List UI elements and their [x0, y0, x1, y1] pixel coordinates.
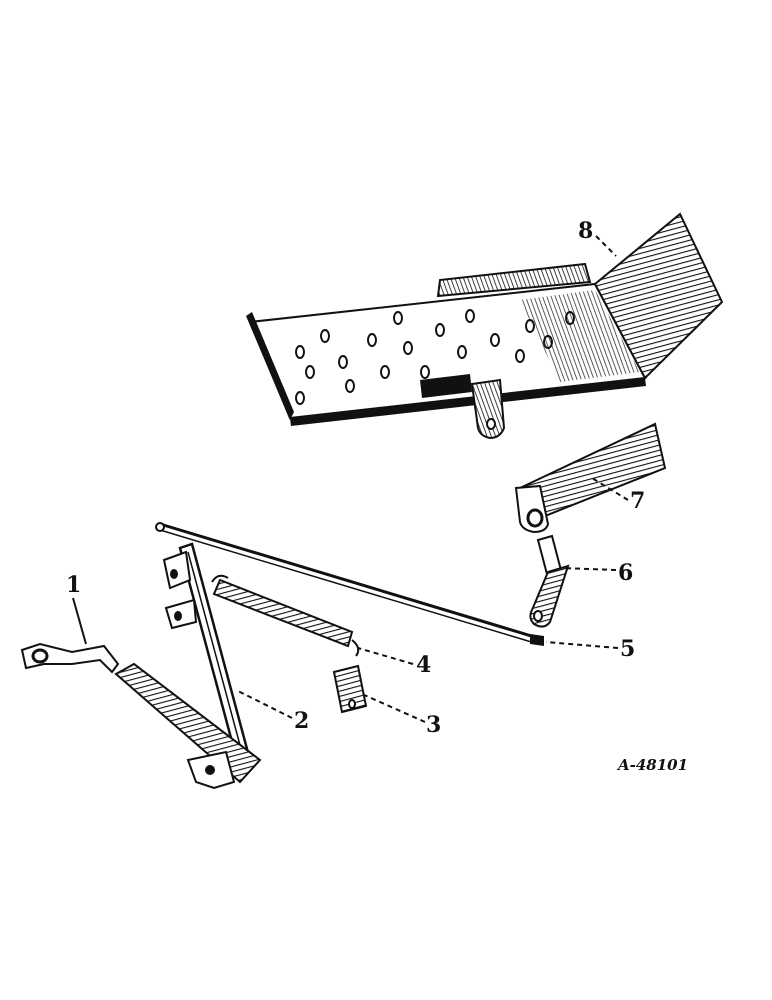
pedal-part-7 — [514, 422, 667, 534]
leader-1 — [72, 597, 87, 645]
leader-8 — [595, 235, 617, 257]
spring-part-4 — [211, 574, 360, 657]
crank-part-6 — [529, 534, 570, 628]
plate-part-3 — [332, 664, 368, 714]
platform-part-8 — [246, 212, 724, 440]
reference-number: A-48101 — [616, 756, 688, 774]
callout-1: 1 — [66, 572, 81, 598]
leader-6 — [561, 567, 617, 571]
leader-7 — [591, 477, 629, 501]
leader-2 — [235, 689, 293, 719]
callout-6: 6 — [618, 560, 633, 586]
callout-2: 2 — [294, 708, 309, 734]
callout-3: 3 — [426, 712, 441, 738]
leader-5 — [545, 641, 619, 649]
lever-part-1 — [20, 642, 262, 790]
callout-7: 7 — [630, 488, 645, 514]
callout-5: 5 — [620, 636, 635, 662]
callout-8: 8 — [578, 218, 593, 244]
leader-3 — [361, 693, 426, 723]
rod-part-5 — [155, 522, 544, 646]
leader-4 — [357, 647, 414, 665]
leader-lines — [72, 235, 629, 723]
callout-4: 4 — [416, 652, 431, 678]
